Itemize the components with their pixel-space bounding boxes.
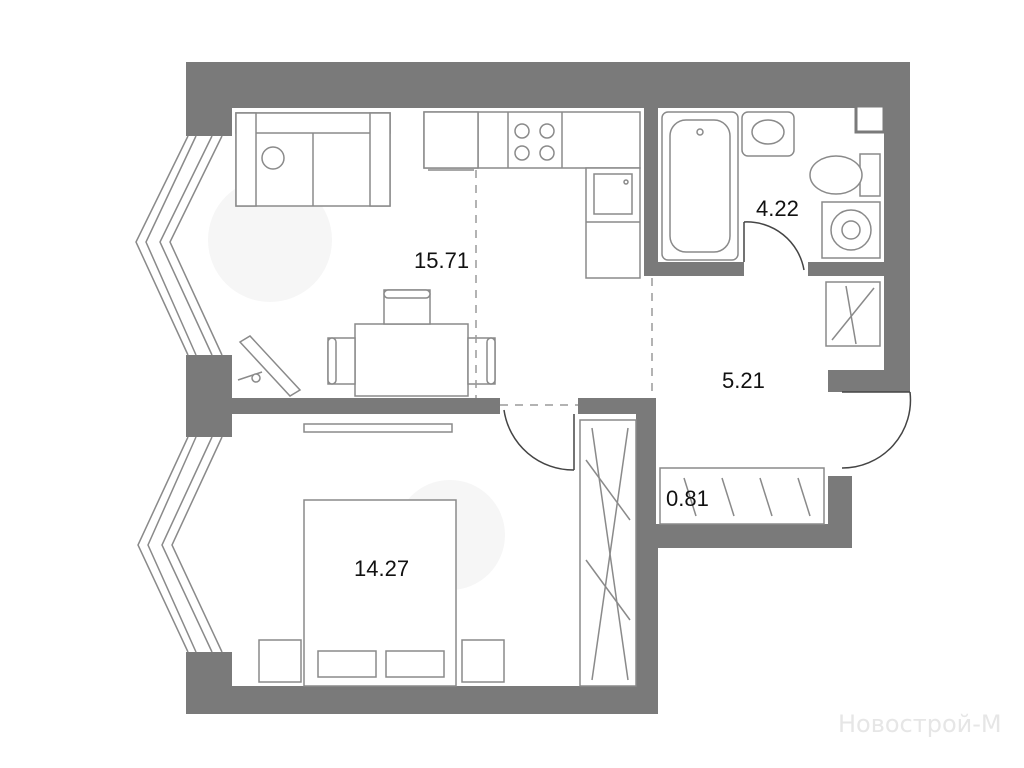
stove-icon [514, 123, 555, 161]
sofa [235, 112, 391, 207]
window-bottom [137, 436, 223, 653]
walls [186, 62, 910, 714]
wardrobe [579, 419, 637, 687]
zone-dividers [475, 170, 653, 406]
area-hallway: 5.21 [722, 368, 765, 393]
dining-table [327, 289, 496, 397]
lamp-icon [237, 335, 302, 397]
area-bedroom: 14.27 [354, 556, 409, 581]
area-bathroom: 4.22 [756, 196, 799, 221]
window-top [135, 135, 223, 356]
doors [503, 221, 912, 471]
bed [258, 499, 505, 687]
toilet [809, 153, 881, 197]
bathtub [661, 111, 739, 261]
watermark: Новострой-М [838, 710, 1002, 738]
washing-machine [821, 201, 881, 259]
area-storage: 0.81 [666, 486, 709, 511]
sink [741, 111, 795, 157]
storage-shelf [659, 467, 825, 525]
tv-shelf [303, 423, 453, 433]
kitchen-counter [423, 111, 641, 279]
shoe-cabinet [825, 281, 881, 347]
area-kitchen-living: 15.71 [414, 248, 469, 273]
